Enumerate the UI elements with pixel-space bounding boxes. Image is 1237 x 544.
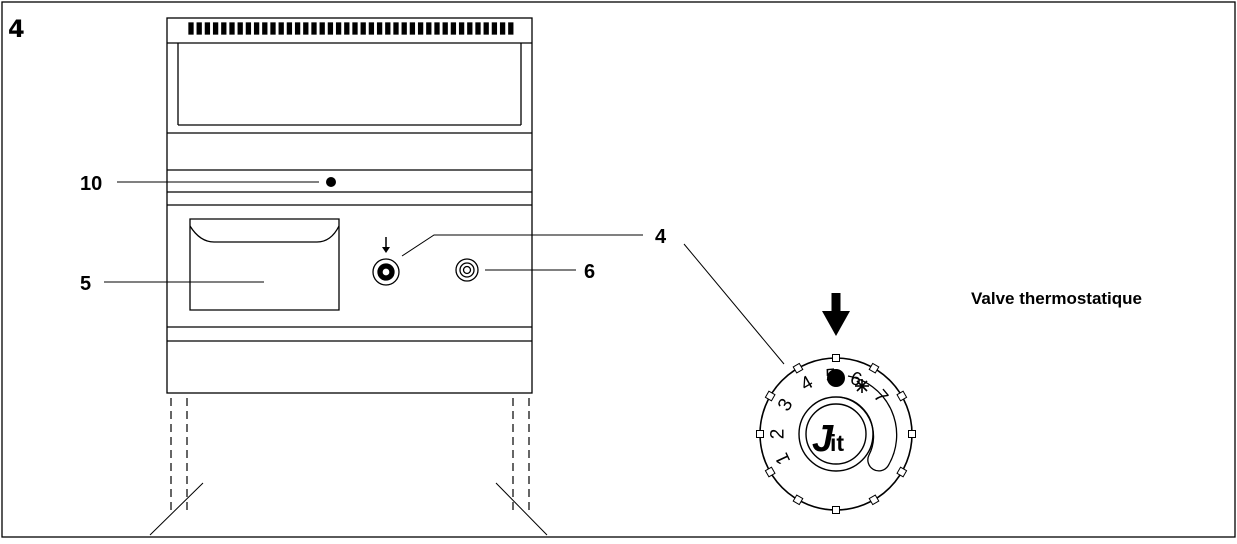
vent-slot	[303, 22, 309, 35]
dial-tick	[792, 362, 804, 374]
dial-number: 2	[768, 429, 789, 440]
dial-number: 4	[797, 372, 817, 396]
svg-text:it: it	[830, 430, 844, 456]
appliance-legs	[170, 398, 530, 510]
vent-slot	[327, 22, 334, 35]
vent-slot	[212, 22, 219, 35]
svg-text:10: 10	[80, 173, 102, 195]
svg-text:4: 4	[655, 226, 667, 248]
vent-slot	[467, 22, 473, 35]
dial-tick	[868, 494, 880, 506]
vent-slot	[491, 22, 498, 35]
igniter-middle-ring	[459, 262, 475, 278]
dial-tick	[832, 506, 840, 514]
vent-slot	[311, 22, 317, 35]
vent-slot	[237, 22, 243, 35]
figure-number: 4	[8, 15, 25, 43]
knob-arrow-icon	[382, 237, 390, 253]
vent-slot	[409, 22, 416, 35]
floor-perspective-lines	[149, 482, 548, 536]
vent-slot	[442, 22, 448, 35]
vent-slot	[221, 22, 227, 35]
vent-slot	[229, 22, 235, 35]
callout-4: 4	[401, 226, 785, 365]
dial-number: 5	[825, 365, 837, 387]
dial-tick	[792, 494, 804, 506]
vent-slot	[188, 22, 194, 35]
vent-slot	[376, 22, 383, 35]
callout-10: 10	[80, 173, 319, 195]
dial-tick	[764, 466, 776, 478]
vent-slot	[450, 22, 457, 35]
svg-text:5: 5	[80, 273, 91, 295]
vent-slot	[499, 22, 506, 35]
dial-number: 1	[772, 449, 796, 467]
dial-hub-inner	[805, 403, 867, 465]
vent-slot	[253, 22, 260, 35]
vent-slot	[335, 22, 342, 35]
vent-slot	[294, 22, 301, 35]
vent-slot	[270, 22, 276, 35]
vent-slot	[458, 22, 465, 35]
vent-slot	[262, 22, 268, 35]
door-handle	[189, 225, 340, 243]
door-outline	[189, 218, 340, 311]
dial-arrow-icon	[822, 293, 850, 336]
vent-slot	[475, 22, 481, 35]
callout-5: 5	[80, 273, 264, 295]
vent-slot	[385, 22, 391, 35]
dial-tick	[764, 390, 776, 402]
vent-slot	[204, 22, 211, 35]
vent-slot	[352, 22, 358, 35]
igniter-center	[462, 265, 472, 275]
vent-slot	[393, 22, 399, 35]
indicator-lamp	[326, 177, 336, 187]
vent-slot	[368, 22, 375, 35]
dial-tick	[756, 430, 764, 438]
dial-tick	[908, 430, 916, 438]
valve-caption: Valve thermostatique	[971, 289, 1142, 308]
knob-outer	[372, 258, 400, 286]
vent-slot	[417, 22, 424, 35]
vent-slot	[344, 22, 350, 35]
brand-logo: J it	[812, 418, 844, 460]
top-vent-slots	[188, 22, 514, 35]
off-position-dot	[827, 369, 845, 387]
vent-slot	[483, 22, 489, 35]
vent-slot	[508, 22, 514, 35]
vent-slot	[426, 22, 432, 35]
dial-tick	[896, 466, 908, 478]
callout-6: 6	[485, 261, 595, 283]
knob-center	[381, 267, 391, 277]
appliance-front-view	[166, 17, 533, 394]
vent-slot	[245, 22, 252, 35]
dial-tick	[896, 390, 908, 402]
dial-tick	[868, 362, 880, 374]
vent-slot	[360, 22, 366, 35]
vent-slot	[319, 22, 325, 35]
vent-slot	[278, 22, 284, 35]
svg-text:J: J	[812, 418, 834, 460]
dial-hub-outer	[798, 396, 874, 472]
svg-text:6: 6	[584, 261, 595, 283]
igniter-outer-ring	[455, 258, 479, 282]
vent-slot	[434, 22, 440, 35]
pilot-star-icon	[855, 379, 869, 393]
vent-slot	[286, 22, 293, 35]
dial-tick	[832, 354, 840, 362]
vent-slot	[196, 22, 202, 35]
vent-slot	[401, 22, 407, 35]
dial-tick-marks	[756, 354, 916, 514]
dial-number: 3	[774, 395, 797, 415]
